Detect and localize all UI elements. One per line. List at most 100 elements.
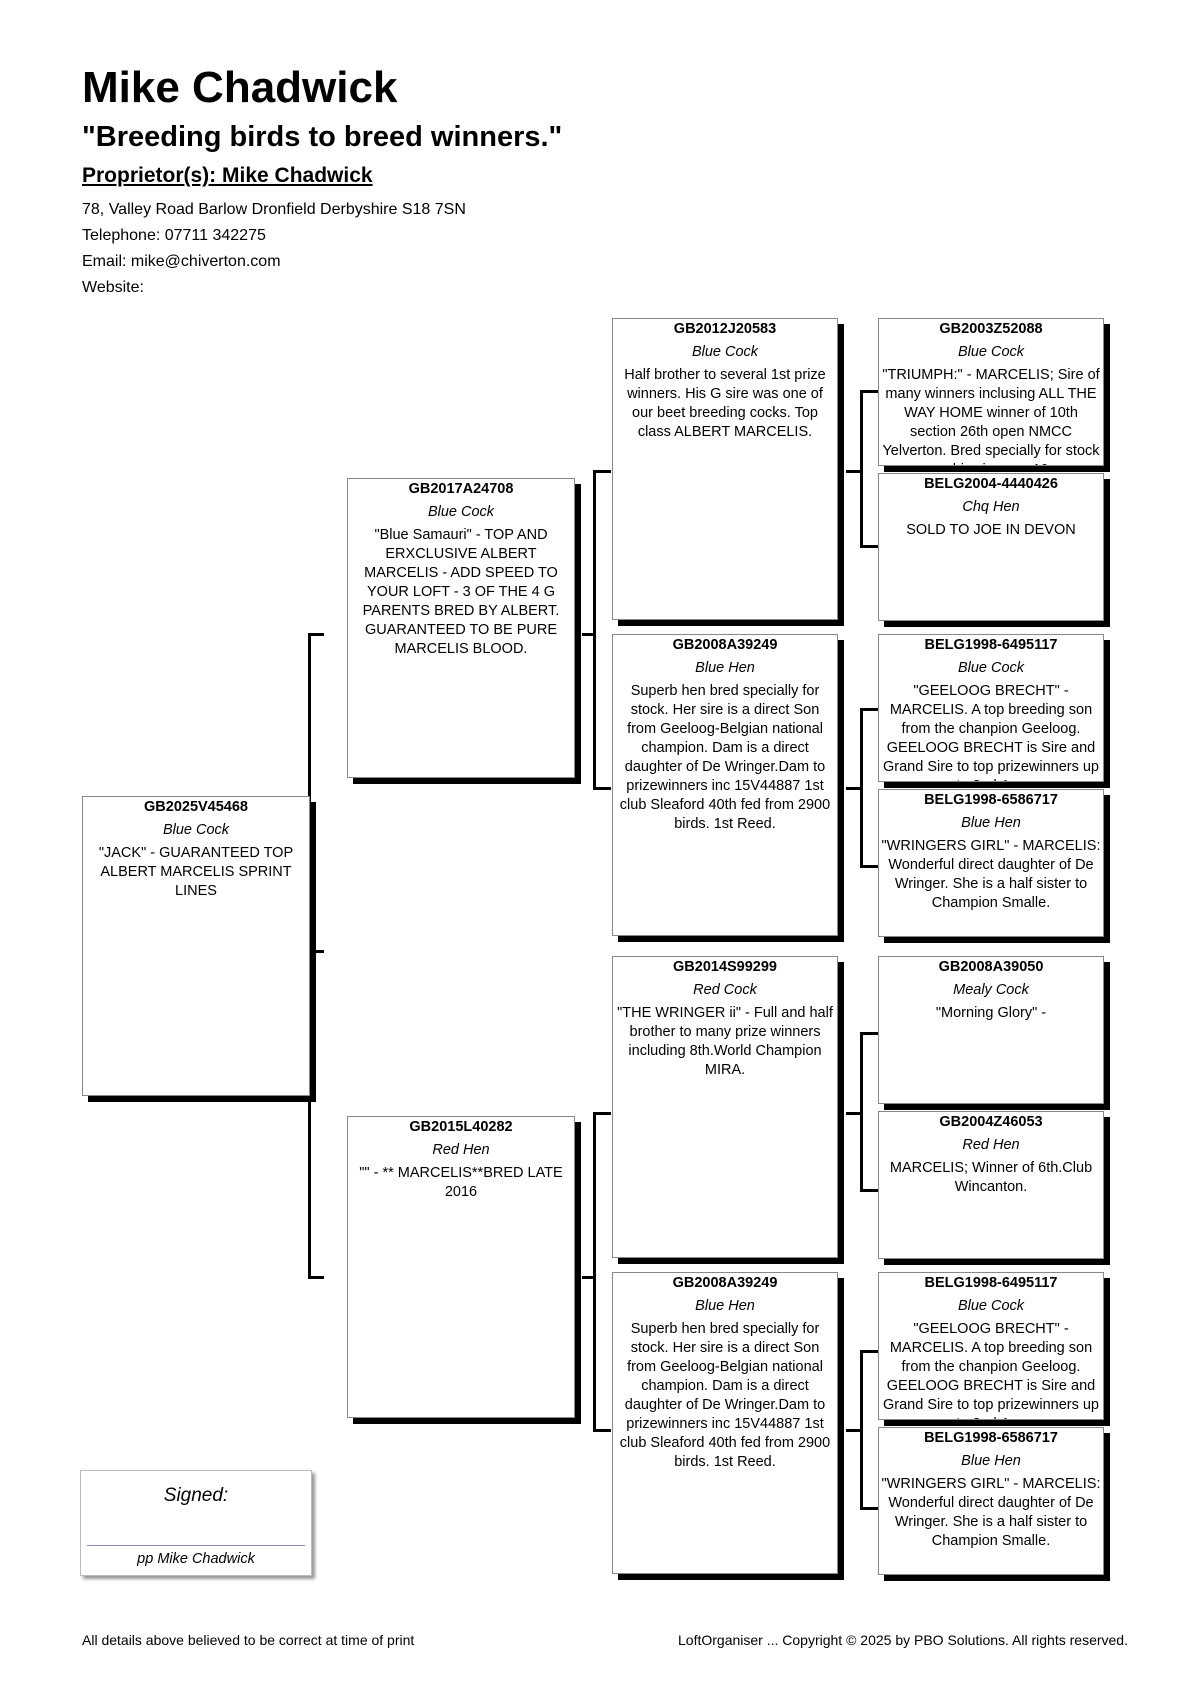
footer-disclaimer: All details above believed to be correct… xyxy=(82,1632,415,1648)
bird-colour: Red Cock xyxy=(693,982,757,998)
bird-card-dds: BELG1998-6495117 Blue Cock "GEELOOG BREC… xyxy=(878,1272,1104,1420)
address-line: 78, Valley Road Barlow Dronfield Derbysh… xyxy=(82,201,466,218)
signature-box: Signed: pp Mike Chadwick xyxy=(80,1470,312,1576)
bird-card-dam-dam: GB2008A39249 Blue Hen Superb hen bred sp… xyxy=(612,1272,838,1574)
bird-colour: Blue Cock xyxy=(162,822,230,838)
pedigree-connector xyxy=(860,1032,863,1192)
pedigree-connector xyxy=(860,1350,878,1353)
bird-notes: "GEELOOG BRECHT" - MARCELIS. A top breed… xyxy=(883,683,1099,781)
pedigree-connector xyxy=(860,1350,863,1510)
bird-colour: Chq Hen xyxy=(962,499,1020,515)
bird-notes: Superb hen bred specially for stock. Her… xyxy=(619,683,831,832)
ring-number: GB2014S99299 xyxy=(673,959,777,975)
bird-card-sdd: BELG1998-6586717 Blue Hen "WRINGERS GIRL… xyxy=(878,789,1104,937)
pedigree-connector xyxy=(860,545,878,548)
bird-colour: Blue Hen xyxy=(695,1298,755,1314)
pedigree-connector xyxy=(860,1032,878,1035)
bird-card-sds: BELG1998-6495117 Blue Cock "GEELOOG BREC… xyxy=(878,634,1104,782)
bird-card-sire: GB2017A24708 Blue Cock "Blue Samauri" - … xyxy=(347,478,575,778)
ring-number: GB2004Z46053 xyxy=(939,1114,1043,1130)
pedigree-connector xyxy=(846,1112,861,1115)
bird-notes: "Morning Glory" - xyxy=(935,1005,1047,1021)
pedigree-connector xyxy=(308,1276,324,1279)
bird-colour: Blue Cock xyxy=(957,344,1025,360)
bird-colour: Blue Hen xyxy=(961,1453,1021,1469)
pedigree-connector xyxy=(593,470,596,790)
pedigree-connector xyxy=(593,470,611,473)
ring-number: GB2008A39050 xyxy=(938,959,1044,975)
signed-label: Signed: xyxy=(163,1485,229,1506)
bird-card-dam-sire: GB2014S99299 Red Cock "THE WRINGER ii" -… xyxy=(612,956,838,1258)
bird-colour: Blue Hen xyxy=(695,660,755,676)
bird-card-sire-sire: GB2012J20583 Blue Cock Half brother to s… xyxy=(612,318,838,620)
bird-card-ddd: BELG1998-6586717 Blue Hen "WRINGERS GIRL… xyxy=(878,1427,1104,1575)
pedigree-connector xyxy=(593,1112,596,1432)
pedigree-connector xyxy=(582,1276,594,1279)
bird-colour: Blue Cock xyxy=(957,1298,1025,1314)
bird-notes: Superb hen bred specially for stock. Her… xyxy=(619,1321,831,1470)
pedigree-connector xyxy=(860,390,863,548)
breeder-name: Mike Chadwick xyxy=(82,63,398,112)
bird-notes: "WRINGERS GIRL" - MARCELIS: Wonderful di… xyxy=(881,1476,1101,1549)
ring-number: GB2025V45468 xyxy=(144,799,248,815)
breeder-motto: "Breeding birds to breed winners." xyxy=(82,121,563,153)
bird-notes: "Blue Samauri" - TOP AND ERXCLUSIVE ALBE… xyxy=(362,527,560,657)
ring-number: BELG2004-4440426 xyxy=(924,476,1058,492)
bird-notes: "WRINGERS GIRL" - MARCELIS: Wonderful di… xyxy=(881,838,1101,911)
bird-notes: MARCELIS; Winner of 6th.Club Wincanton. xyxy=(889,1160,1093,1195)
pedigree-connector xyxy=(593,1429,611,1432)
bird-card-dsd: GB2004Z46053 Red Hen MARCELIS; Winner of… xyxy=(878,1111,1104,1259)
pedigree-connector xyxy=(860,708,878,711)
bird-card-subject: GB2025V45468 Blue Cock "JACK" - GUARANTE… xyxy=(82,796,310,1096)
bird-card-sire-dam: GB2008A39249 Blue Hen Superb hen bred sp… xyxy=(612,634,838,936)
bird-card-dss: GB2008A39050 Mealy Cock "Morning Glory" … xyxy=(878,956,1104,1104)
pedigree-connector xyxy=(860,865,878,868)
ring-number: GB2003Z52088 xyxy=(939,321,1043,337)
bird-colour: Blue Cock xyxy=(691,344,759,360)
email-line: Email: mike@chiverton.com xyxy=(82,253,281,270)
ring-number: GB2008A39249 xyxy=(672,637,778,653)
pedigree-connector xyxy=(582,633,594,636)
pedigree-connector xyxy=(860,1507,878,1510)
bird-notes: "THE WRINGER ii" - Full and half brother… xyxy=(617,1005,833,1078)
bird-notes: "JACK" - GUARANTEED TOP ALBERT MARCELIS … xyxy=(98,845,294,899)
bird-card-sss: GB2003Z52088 Blue Cock "TRIUMPH:" - MARC… xyxy=(878,318,1104,466)
ring-number: BELG1998-6495117 xyxy=(924,637,1058,653)
pedigree-connector xyxy=(860,1189,878,1192)
bird-colour: Mealy Cock xyxy=(953,982,1029,998)
bird-notes: Half brother to several 1st prize winner… xyxy=(624,367,826,440)
footer-copyright: LoftOrganiser ... Copyright © 2025 by PB… xyxy=(678,1632,1128,1648)
signatory-name: pp Mike Chadwick xyxy=(137,1551,255,1567)
bird-notes: "GEELOOG BRECHT" - MARCELIS. A top breed… xyxy=(883,1321,1099,1419)
telephone-line: Telephone: 07711 342275 xyxy=(82,227,266,244)
pedigree-connector xyxy=(846,787,861,790)
pedigree-connector xyxy=(312,950,324,953)
pedigree-connector xyxy=(860,708,863,868)
proprietor-line: Proprietor(s): Mike Chadwick xyxy=(82,164,373,187)
bird-card-dam: GB2015L40282 Red Hen "" - ** MARCELIS**B… xyxy=(347,1116,575,1418)
ring-number: GB2012J20583 xyxy=(673,321,777,337)
ring-number: GB2008A39249 xyxy=(672,1275,778,1291)
ring-number: GB2015L40282 xyxy=(409,1119,513,1135)
bird-notes: "" - ** MARCELIS**BRED LATE 2016 xyxy=(359,1165,563,1200)
pedigree-connector xyxy=(593,787,611,790)
bird-notes: "TRIUMPH:" - MARCELIS; Sire of many winn… xyxy=(882,367,1100,465)
bird-colour: Blue Cock xyxy=(427,504,495,520)
bird-card-ssd: BELG2004-4440426 Chq Hen SOLD TO JOE IN … xyxy=(878,473,1104,621)
ring-number: BELG1998-6495117 xyxy=(924,1275,1058,1291)
bird-colour: Blue Hen xyxy=(961,815,1021,831)
bird-colour: Red Hen xyxy=(962,1137,1020,1153)
pedigree-connector xyxy=(860,390,878,393)
signature-line xyxy=(87,1545,305,1546)
bird-notes: SOLD TO JOE IN DEVON xyxy=(906,522,1076,538)
pedigree-connector xyxy=(846,470,861,473)
ring-number: BELG1998-6586717 xyxy=(924,1430,1058,1446)
website-line: Website: xyxy=(82,279,144,296)
bird-colour: Red Hen xyxy=(432,1142,490,1158)
ring-number: GB2017A24708 xyxy=(408,481,514,497)
bird-colour: Blue Cock xyxy=(957,660,1025,676)
pedigree-connector xyxy=(846,1429,861,1432)
pedigree-connector xyxy=(593,1112,611,1115)
pedigree-connector xyxy=(308,633,324,636)
ring-number: BELG1998-6586717 xyxy=(924,792,1058,808)
